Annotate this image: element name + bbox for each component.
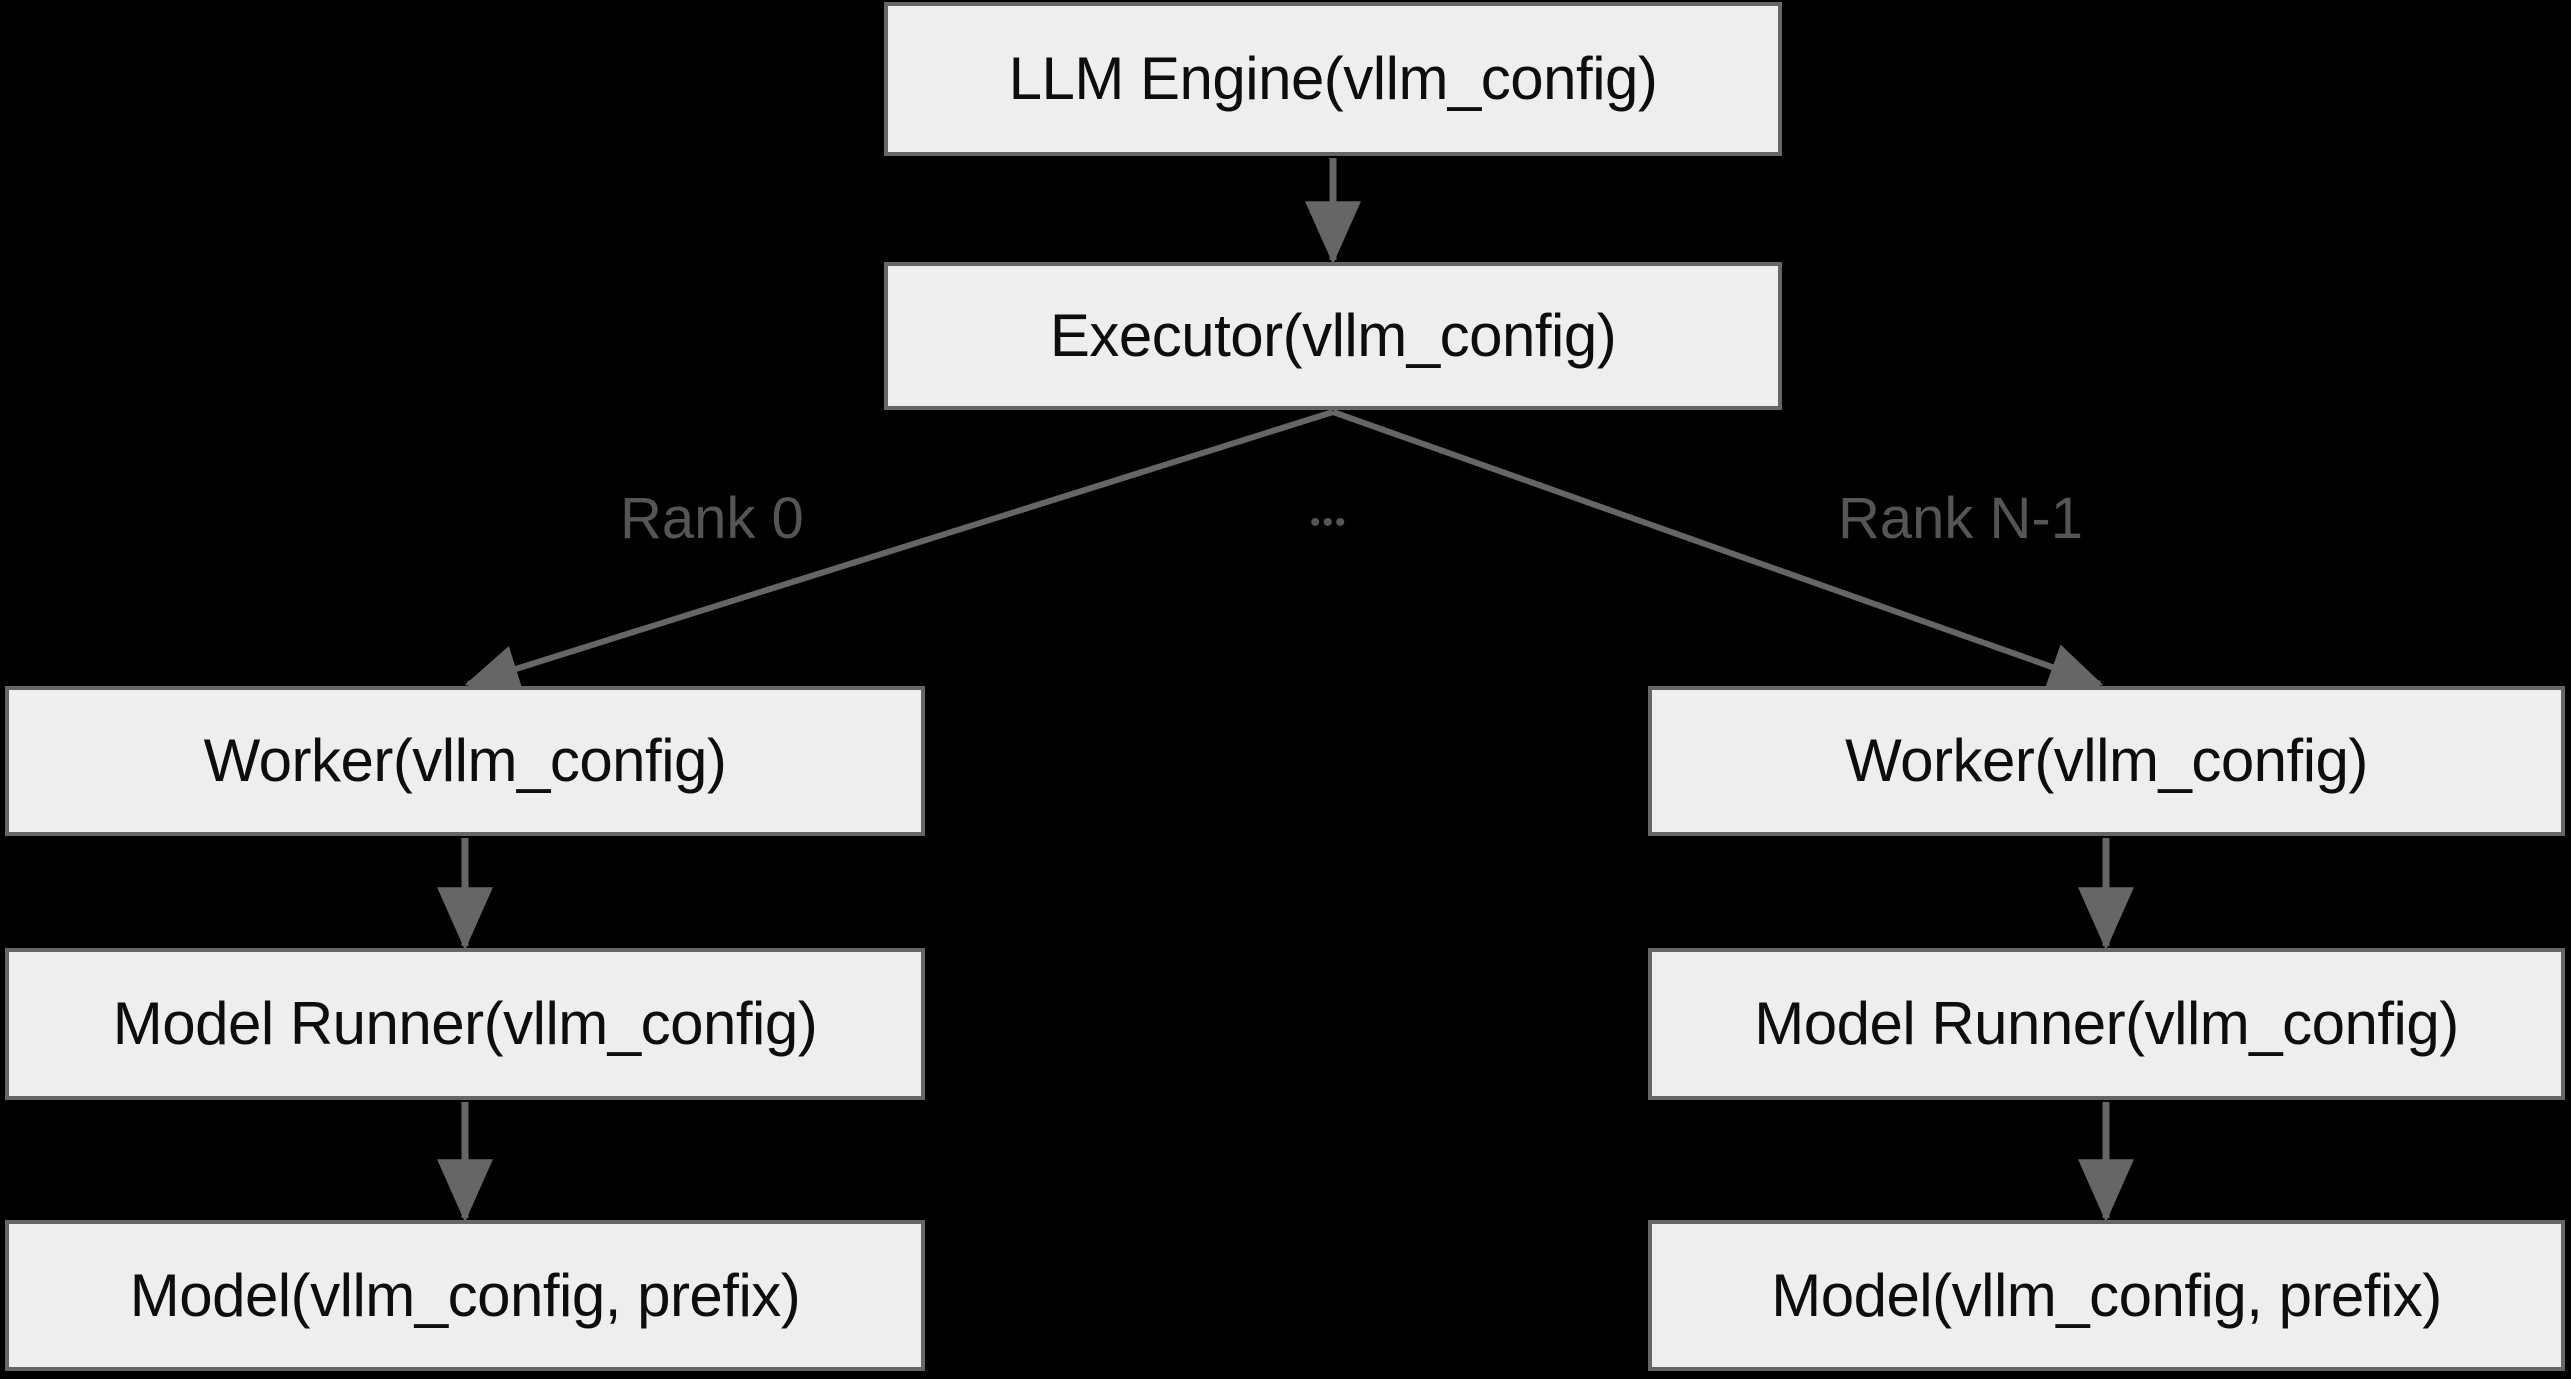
edge-label-rank-0: Rank 0 [620,486,804,551]
node-worker-rank-0-label: Worker(vllm_config) [203,727,727,794]
node-model-runner-rank-0-label: Model Runner(vllm_config) [112,990,818,1057]
edge-executor-to-worker-rank0 [464,409,1334,692]
node-model-runner-rank-n-minus-1[interactable]: Model Runner(vllm_config) [1648,948,2565,1100]
node-llm-engine-label: LLM Engine(vllm_config) [1008,45,1658,112]
node-worker-rank-n-minus-1[interactable]: Worker(vllm_config) [1648,686,2565,836]
node-model-runner-rank-n-minus-1-label: Model Runner(vllm_config) [1754,990,2459,1057]
node-worker-rank-0[interactable]: Worker(vllm_config) [5,686,925,836]
node-model-rank-0-label: Model(vllm_config, prefix) [129,1261,801,1329]
node-model-rank-n-minus-1[interactable]: Model(vllm_config, prefix) [1648,1220,2565,1371]
node-model-runner-rank-0[interactable]: Model Runner(vllm_config) [5,948,925,1100]
edge-label-ellipsis: ••• [1310,506,1348,539]
node-executor[interactable]: Executor(vllm_config) [884,262,1782,410]
node-llm-engine[interactable]: LLM Engine(vllm_config) [884,2,1782,156]
node-model-rank-0[interactable]: Model(vllm_config, prefix) [5,1220,925,1371]
node-worker-rank-n-minus-1-label: Worker(vllm_config) [1845,727,2368,794]
node-executor-label: Executor(vllm_config) [1049,302,1617,369]
node-model-rank-n-minus-1-label: Model(vllm_config, prefix) [1771,1261,2442,1329]
edge-label-rank-n-minus-1: Rank N-1 [1838,486,2083,551]
